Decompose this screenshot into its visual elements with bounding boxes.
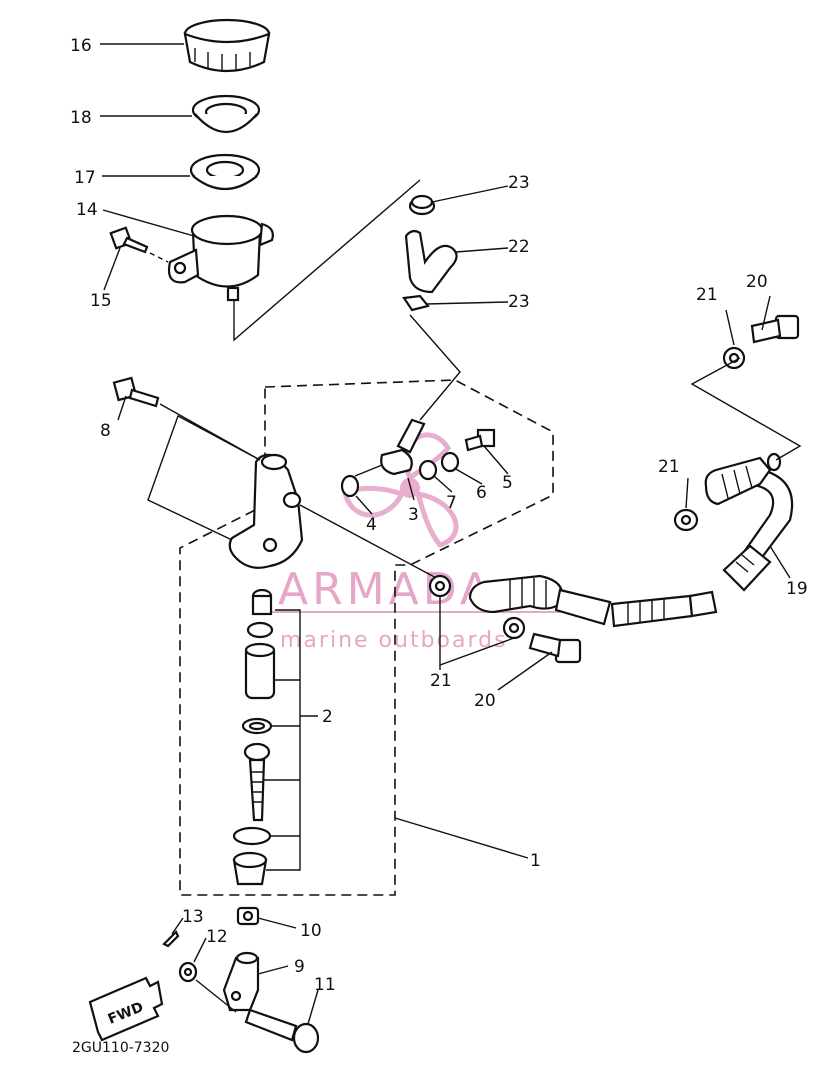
union-bolt-upper: [750, 314, 800, 344]
joint-washer-6: [440, 451, 460, 473]
piston-kit: [232, 588, 276, 886]
callout-19: 19: [786, 579, 808, 599]
assembly-outline-1: [179, 379, 554, 896]
callout-21-middle: 21: [658, 457, 680, 477]
brake-hose: [468, 452, 794, 628]
callout-15: 15: [90, 291, 112, 311]
reservoir-hose: [404, 229, 458, 294]
callout-2: 2: [322, 707, 333, 727]
callout-9: 9: [294, 957, 305, 977]
watermark-brand: ARMADA: [278, 564, 494, 615]
callout-labels: 16 18 17 14 15 23 22 23 21 20 8 5 6 7 3 …: [70, 36, 808, 995]
callout-3: 3: [408, 505, 419, 525]
clevis: [222, 951, 260, 1012]
callout-21-upper: 21: [696, 285, 718, 305]
joint-bolt: [464, 428, 496, 452]
callout-16: 16: [70, 36, 92, 56]
callout-23-upper: 23: [508, 173, 530, 193]
callout-12: 12: [206, 927, 228, 947]
diaphragm: [191, 94, 261, 134]
callout-22: 22: [508, 237, 530, 257]
callout-20-lower: 20: [474, 691, 496, 711]
plain-washer: [178, 961, 198, 983]
callout-7: 7: [446, 493, 457, 513]
hose-clip-upper: [408, 194, 436, 216]
callout-1: 1: [530, 851, 541, 871]
callout-10: 10: [300, 921, 322, 941]
fwd-arrow: [88, 976, 164, 1042]
hose-clip-lower: [402, 294, 430, 312]
callout-21-lower: 21: [430, 671, 452, 691]
mounting-bolt: [112, 376, 160, 408]
callout-5: 5: [502, 473, 513, 493]
o-ring: [340, 474, 360, 498]
union-bolt-lower: [528, 632, 582, 664]
diaphragm-plate: [189, 153, 261, 190]
clevis-pin: [244, 1008, 320, 1054]
callout-23-lower: 23: [508, 292, 530, 312]
washer-middle: [673, 508, 699, 532]
cotter-pin: [162, 930, 180, 948]
master-cylinder-body: [228, 453, 304, 569]
callout-11: 11: [314, 975, 336, 995]
callout-13: 13: [182, 907, 204, 927]
watermark-tagline: marine outboards: [280, 628, 508, 653]
drawing-code: 2GU110-7320: [72, 1040, 169, 1056]
callout-14: 14: [76, 200, 98, 220]
locknut: [236, 906, 260, 926]
callout-20-upper: 20: [746, 272, 768, 292]
callout-6: 6: [476, 483, 487, 503]
leader-lines: [100, 43, 791, 1025]
hose-joint: [380, 418, 426, 476]
callout-18: 18: [70, 108, 92, 128]
callout-17: 17: [74, 168, 96, 188]
joint-washer-7: [418, 459, 438, 481]
reservoir-body: [167, 214, 274, 302]
reservoir-bolt: [109, 226, 149, 254]
reservoir-cap: [183, 18, 271, 72]
callout-4: 4: [366, 515, 377, 535]
callout-8: 8: [100, 421, 111, 441]
